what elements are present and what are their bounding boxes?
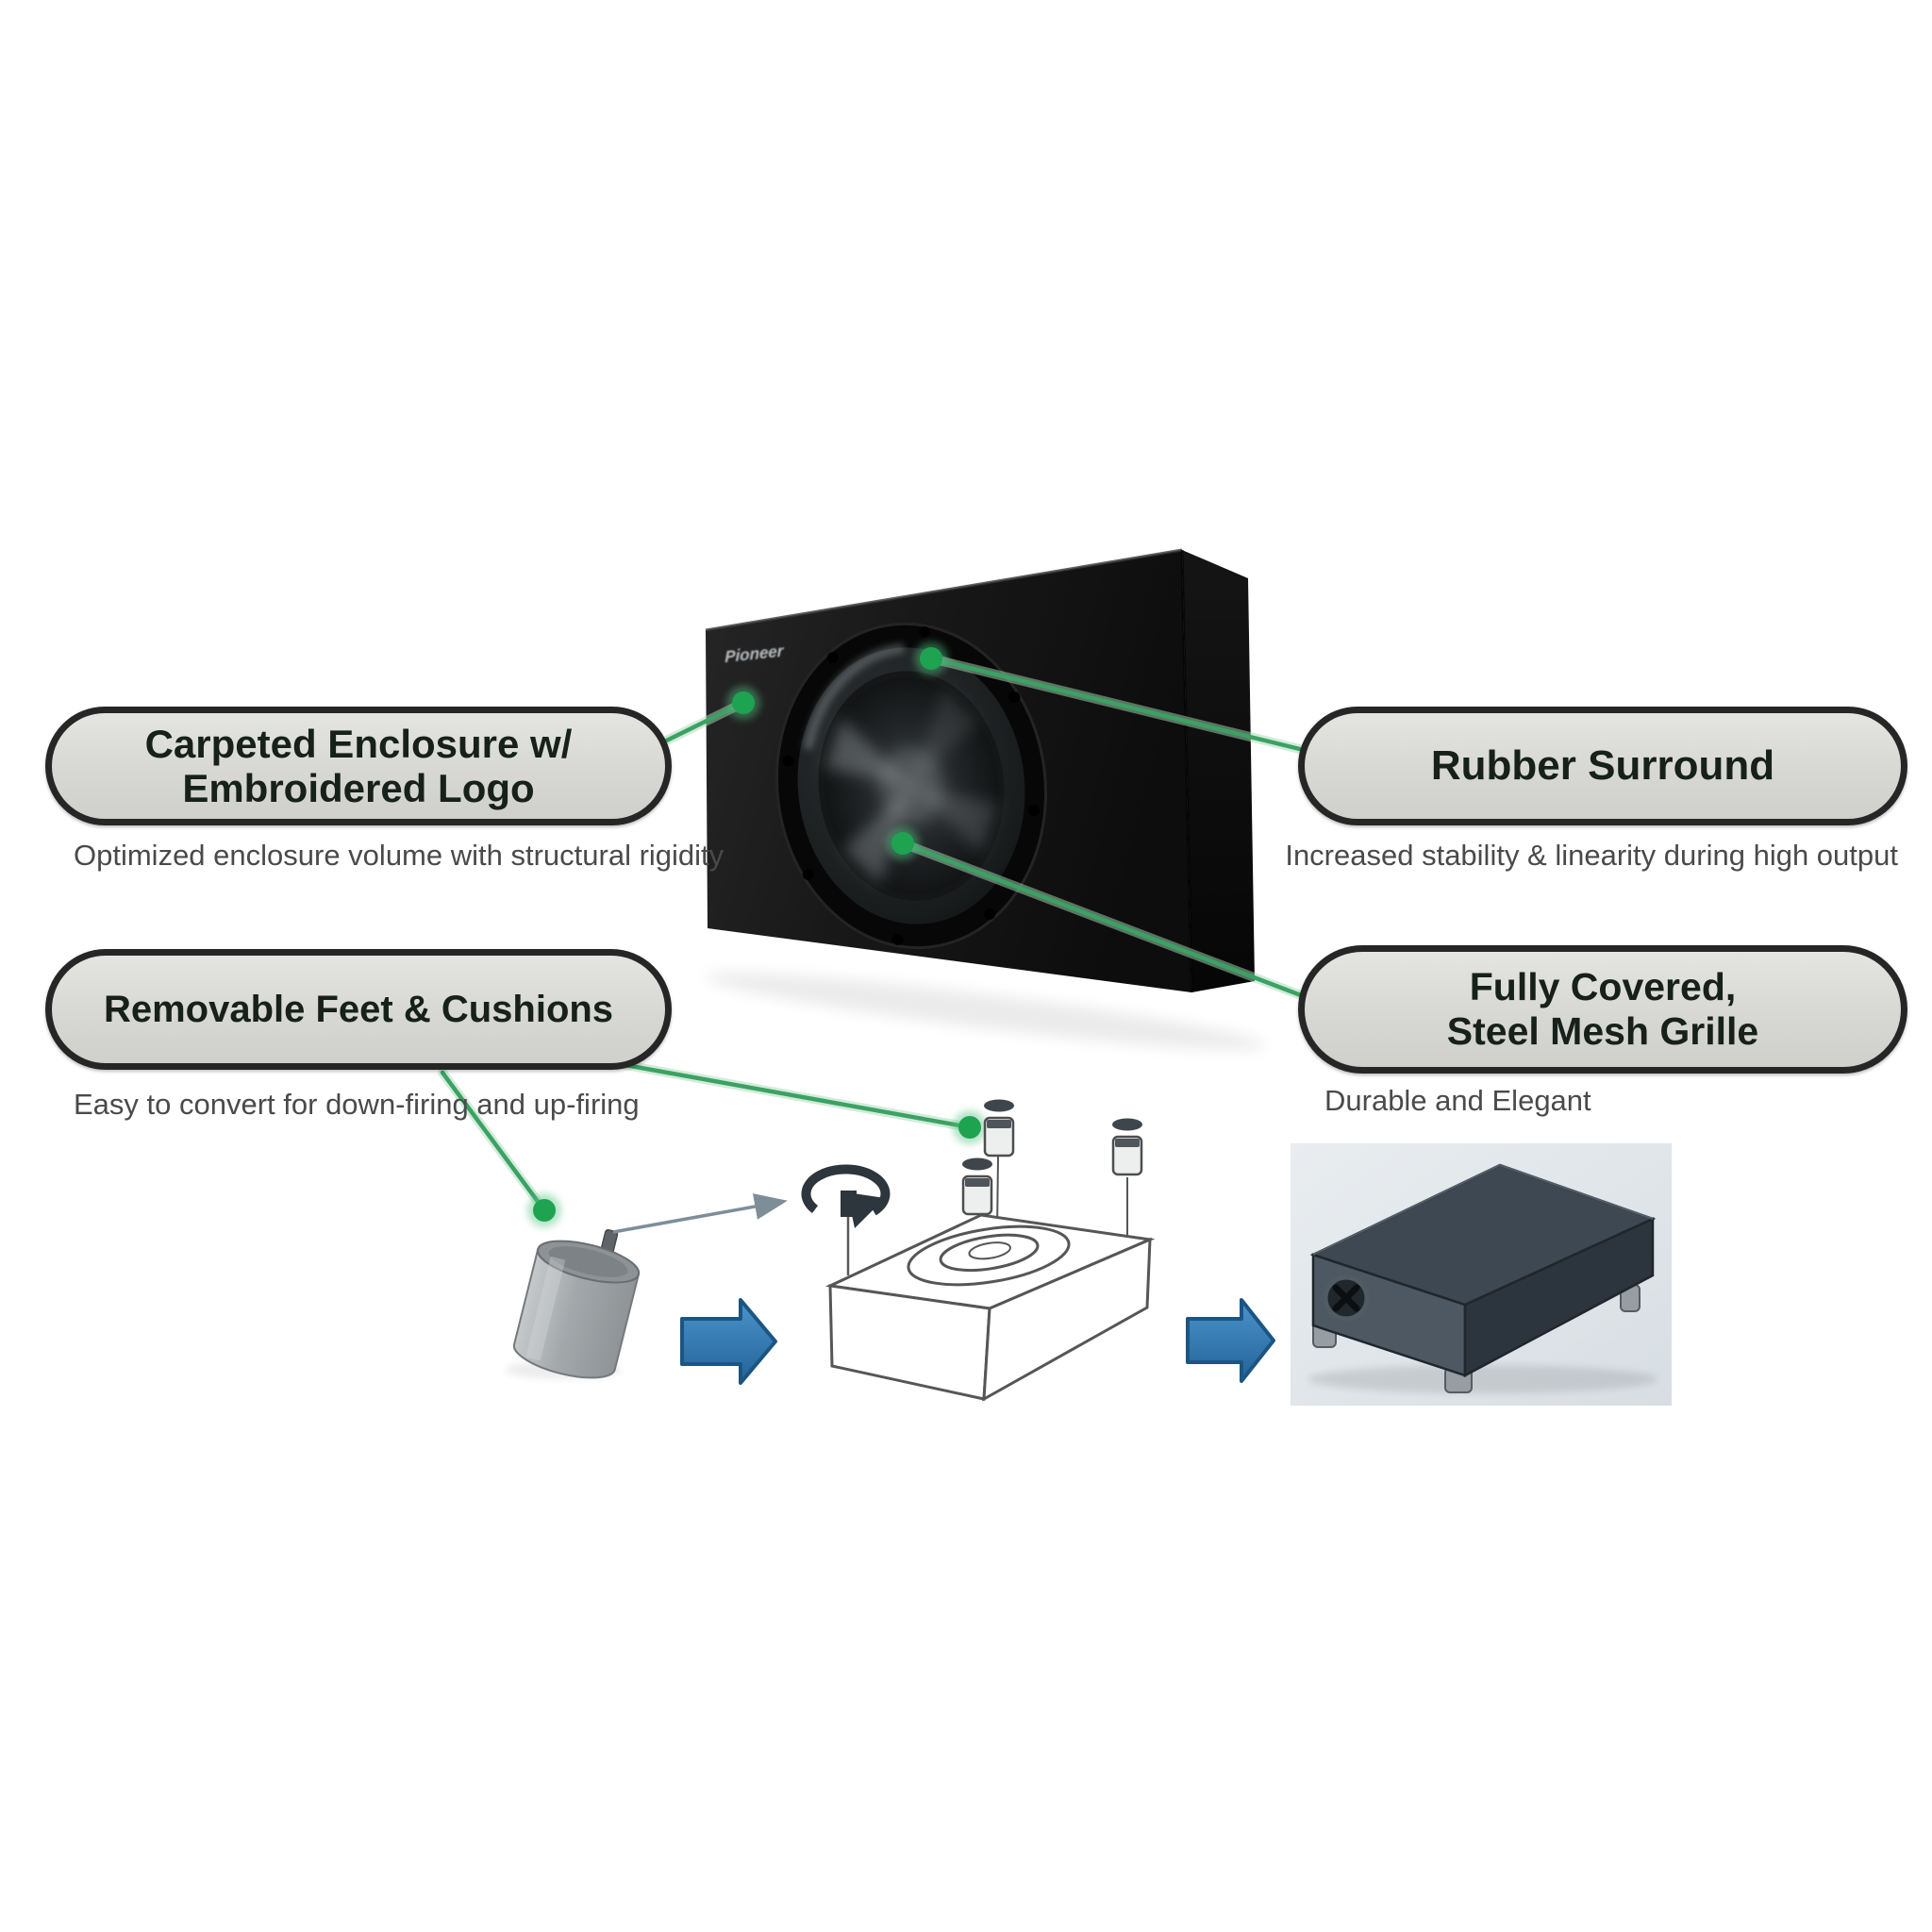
callout-rubber-surround: Rubber Surround — [1298, 707, 1907, 825]
desc-steel-mesh-grille: Durable and Elegant — [1324, 1081, 1591, 1121]
screw-icon — [961, 1158, 993, 1216]
wireframe-enclosure-illustration — [824, 1156, 1156, 1402]
callout-title-line: Removable Feet & Cushions — [103, 989, 614, 1030]
woofer-flange-screws — [782, 626, 1041, 945]
callout-carpeted-enclosure: Carpeted Enclosure w/ Embroidered Logo — [45, 707, 672, 825]
final-assembly-render — [1291, 1143, 1672, 1406]
desc-line: Optimized enclosure volume — [74, 839, 443, 872]
screw-icon — [1111, 1118, 1143, 1176]
green-dot-icon — [886, 826, 920, 860]
green-dot-icon — [914, 641, 948, 675]
screw-icon — [983, 1099, 1015, 1158]
callout-steel-mesh-grille: Fully Covered, Steel Mesh Grille — [1298, 945, 1907, 1074]
desc-removable-feet: Easy to convert for down-firing and up-f… — [74, 1085, 640, 1124]
wireframe-right-face — [982, 1237, 1152, 1402]
wireframe-woofer-ovals — [907, 1224, 1071, 1287]
mounting-screws — [961, 1099, 1143, 1216]
enclosure-side-panel — [1182, 550, 1255, 992]
desc-line: during high output — [1663, 839, 1898, 872]
foot-top-inset — [548, 1246, 628, 1277]
foot-highlight — [525, 1256, 566, 1361]
desc-rubber-surround: Increased stability & linearity during h… — [1285, 836, 1898, 875]
cone-center-highlight — [878, 746, 944, 825]
enclosure-top-edge — [705, 548, 1183, 632]
pointer-arrow-icon — [612, 1193, 788, 1234]
callout-title-line: Steel Mesh Grille — [1446, 1009, 1759, 1053]
callout-title-line: Fully Covered, — [1469, 965, 1737, 1008]
callout-title-line: Carpeted Enclosure w/ — [144, 722, 573, 766]
callout-point-dots — [527, 641, 987, 1227]
surround-highlight — [803, 642, 905, 750]
line-grille — [900, 841, 1316, 1003]
render-top-highlight — [1312, 1163, 1654, 1256]
green-dot-icon — [726, 686, 760, 720]
foot-cylinder — [512, 1228, 641, 1379]
line-feet-screws — [612, 1060, 973, 1130]
step-arrow-icon — [1186, 1298, 1275, 1383]
subwoofer-shadow — [705, 973, 1267, 1050]
green-dot-icon — [953, 1110, 987, 1144]
desc-carpeted-enclosure: Optimized enclosure volume with structur… — [74, 836, 724, 875]
desc-line: for down-firing and up-firing — [283, 1088, 640, 1121]
desc-line: Increased stability & linearity — [1285, 839, 1657, 872]
line-feet-cylinder — [440, 1070, 547, 1213]
line-rubber — [928, 656, 1314, 755]
subwoofer-product-photo — [705, 548, 1267, 1050]
callout-title-line: Rubber Surround — [1430, 742, 1775, 789]
desc-line: Easy to convert — [74, 1088, 275, 1121]
removable-foot-illustration — [505, 1228, 641, 1379]
rotate-icon — [801, 1164, 891, 1275]
step-arrow-icon — [680, 1298, 777, 1385]
callout-title-line: Embroidered Logo — [182, 766, 535, 810]
desc-line: Durable and Elegant — [1324, 1084, 1591, 1117]
desc-line: with structural rigidity — [450, 839, 724, 872]
green-dot-icon — [527, 1193, 561, 1227]
render-terminal-emblem — [1323, 1274, 1370, 1322]
callout-removable-feet: Removable Feet & Cushions — [45, 949, 672, 1070]
render-shadow — [1308, 1365, 1657, 1393]
woofer-driver — [775, 622, 1047, 950]
